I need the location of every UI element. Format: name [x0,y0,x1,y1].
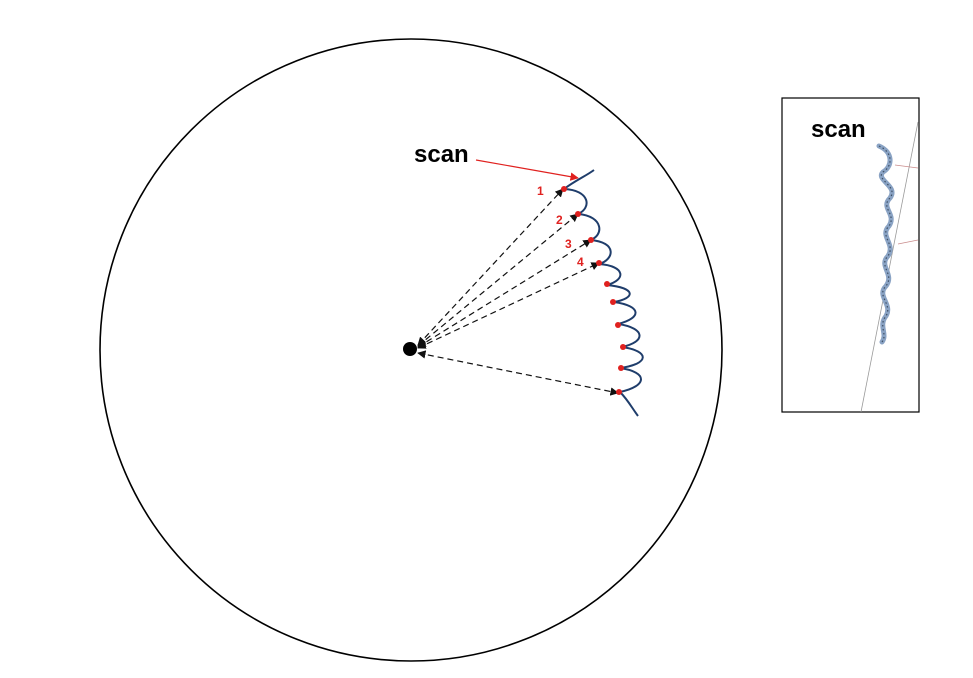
sample-point [596,260,602,266]
scan-label: scan [414,141,469,168]
inset-panel: scan [781,97,920,413]
sample-point [604,281,610,287]
scan-wave-path [561,169,644,417]
sample-point [615,322,621,328]
ray-3 [417,239,592,348]
sample-point [618,365,624,371]
point-number-4: 4 [577,255,584,269]
sample-point [561,186,567,192]
sample-point [610,299,616,305]
ray-5 [417,350,619,396]
inset-guide-line [897,239,919,245]
inset-guide-line [860,121,919,413]
sample-point [575,211,581,217]
point-number-1: 1 [537,184,544,198]
scan-rays [417,188,619,396]
ray-2 [417,213,579,347]
ray-4 [417,262,600,349]
point-number-3: 3 [565,237,572,251]
inset-frame [781,97,920,413]
inset-scan-wave-texture [878,145,893,343]
sample-point [588,237,594,243]
ray-1 [417,188,564,346]
sample-points [561,186,626,395]
point-number-2: 2 [556,213,563,227]
outer-circle [99,38,723,662]
sample-point [620,344,626,350]
center-point [403,342,417,356]
scan-pointer-arrow [475,159,579,181]
inset-guide-line [894,164,919,169]
inset-scan-label: scan [811,116,866,143]
sample-point [616,389,622,395]
